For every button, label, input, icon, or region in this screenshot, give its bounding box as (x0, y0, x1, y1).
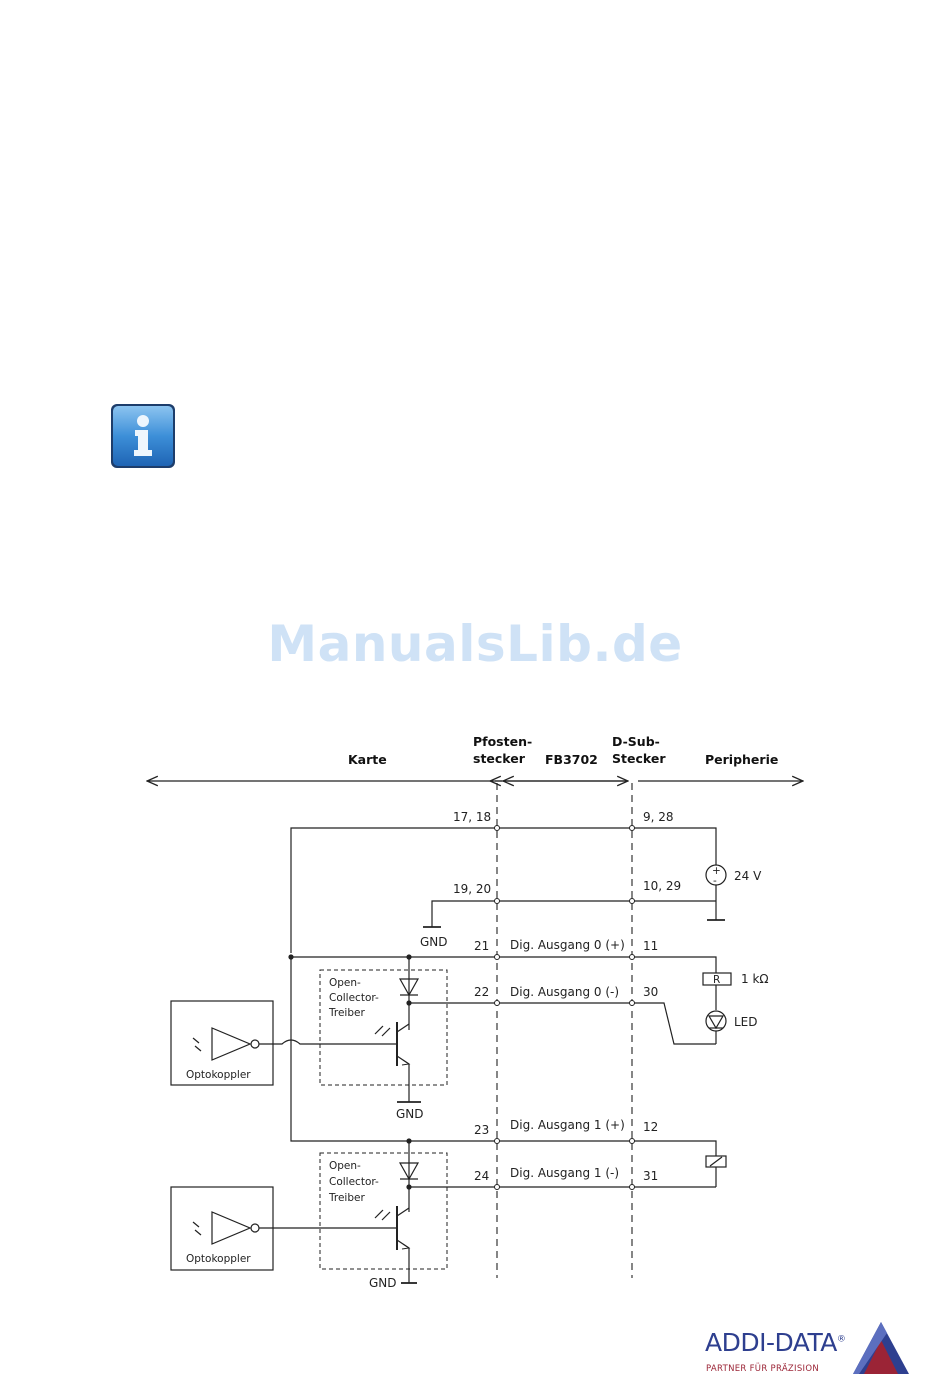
pin-24: 24 (474, 1169, 489, 1183)
supply-minus: - (713, 875, 717, 887)
gnd-label-3: GND (369, 1276, 397, 1290)
header-pfosten-1: Pfosten- (473, 734, 532, 749)
oc-label-2b: Collector- (329, 1176, 379, 1188)
gnd-label-2: GND (396, 1107, 424, 1121)
header-dsub-2: Stecker (612, 751, 666, 766)
opto-label-2: Optokoppler (186, 1253, 251, 1265)
oc-label-1a: Open- (329, 977, 361, 989)
header-pfosten-2: stecker (473, 751, 526, 766)
logo-triangle-icon (853, 1322, 909, 1374)
info-icon (110, 403, 176, 469)
pin-23: 23 (474, 1123, 489, 1137)
header-fb: FB3702 (545, 752, 598, 767)
addi-data-logo: ADDI-DATA® PARTNER FÜR PRÄZISION (705, 1320, 917, 1380)
pin-19-20: 19, 20 (453, 882, 491, 896)
gnd-label-1: GND (420, 935, 448, 949)
signal-dig1-plus: Dig. Ausgang 1 (+) (510, 1118, 625, 1132)
opto-label-1: Optokoppler (186, 1069, 251, 1081)
supply-label: 24 V (734, 869, 762, 883)
pin-11: 11 (643, 939, 658, 953)
oc-label-2c: Treiber (328, 1192, 365, 1204)
oc-label-2a: Open- (329, 1160, 361, 1172)
resistor-value: 1 kΩ (741, 972, 769, 986)
resistor-label: R (713, 974, 720, 986)
led-label: LED (734, 1015, 758, 1029)
signal-dig0-plus: Dig. Ausgang 0 (+) (510, 938, 625, 952)
watermark: ManualsLib.de (267, 615, 683, 673)
header-karte: Karte (348, 752, 387, 767)
oc-label-1c: Treiber (328, 1007, 365, 1019)
pin-30: 30 (643, 985, 658, 999)
logo-name: ADDI-DATA® (705, 1328, 846, 1357)
pin-9-28: 9, 28 (643, 810, 674, 824)
header-peripherie: Peripherie (705, 752, 778, 767)
pin-31: 31 (643, 1169, 658, 1183)
pin-21: 21 (474, 939, 489, 953)
signal-dig1-minus: Dig. Ausgang 1 (-) (510, 1166, 619, 1180)
pin-10-29: 10, 29 (643, 879, 681, 893)
signal-dig0-minus: Dig. Ausgang 0 (-) (510, 985, 619, 999)
header-dsub-1: D-Sub- (612, 734, 660, 749)
logo-tagline: PARTNER FÜR PRÄZISION (706, 1364, 820, 1374)
oc-label-1b: Collector- (329, 992, 379, 1004)
pin-22: 22 (474, 985, 489, 999)
supply-plus: + (712, 865, 721, 877)
pin-17-18: 17, 18 (453, 810, 491, 824)
pin-12: 12 (643, 1120, 658, 1134)
